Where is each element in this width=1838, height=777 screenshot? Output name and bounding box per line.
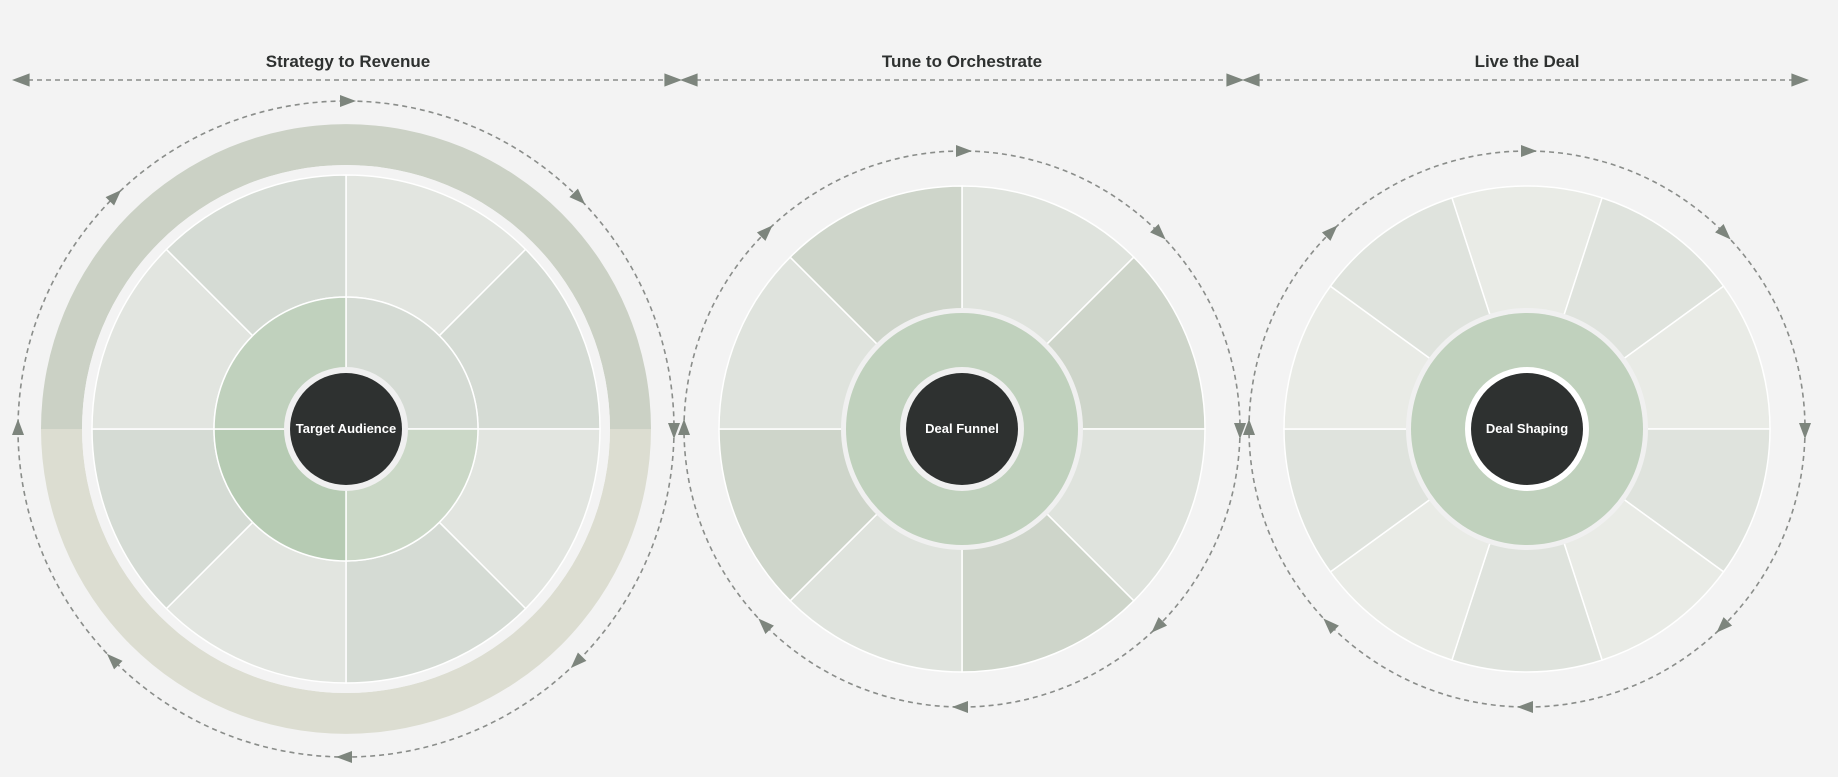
cycle-arrow-icon [1716, 617, 1733, 633]
arrow-right-icon [1226, 73, 1244, 87]
cycle-arrow-icon [340, 95, 356, 107]
cycle-arrow-icon [1243, 419, 1255, 435]
cycle-arrow-icon [336, 751, 352, 763]
hub-label-deal-shaping: Deal Shaping [1485, 421, 1569, 436]
cycle-arrow-icon [758, 618, 774, 635]
cycle-arrow-icon [1521, 145, 1537, 157]
cycle-arrow-icon [1323, 618, 1339, 635]
cycle-arrow-icon [1150, 223, 1166, 240]
arrow-right-icon [1791, 73, 1809, 87]
cycle-arrow-icon [956, 145, 972, 157]
cycle-arrow-icon [106, 653, 123, 670]
cycle-arrow-icon [1517, 701, 1533, 713]
cycle-arrow-icon [1151, 617, 1168, 633]
arrow-left-icon [680, 73, 698, 87]
cycle-arrow-icon [668, 423, 680, 439]
cycle-arrow-icon [569, 188, 586, 205]
phase-title-live-the-deal: Live the Deal [1474, 52, 1580, 71]
cycle-arrow-icon [1321, 225, 1338, 241]
arrow-left-icon [1242, 73, 1260, 87]
outer-band-top [41, 124, 651, 429]
cycle-arrow-icon [1234, 423, 1246, 439]
phase-title-strategy-to-revenue: Strategy to Revenue [265, 52, 431, 71]
phase-title-tune-to-orchestrate: Tune to Orchestrate [881, 52, 1043, 71]
cycle-arrow-icon [1715, 223, 1731, 240]
hub [1471, 373, 1583, 485]
cycle-arrow-icon [105, 189, 122, 206]
cycle-arrow-icon [570, 652, 587, 669]
cycle-arrow-icon [12, 419, 24, 435]
cycle-arrow-icon [1799, 423, 1811, 439]
cycle-arrow-icon [678, 419, 690, 435]
hub-label-target-audience: Target Audience [295, 421, 397, 436]
cycle-arrow-icon [952, 701, 968, 713]
cycle-arrow-icon [756, 225, 773, 241]
arrow-right-icon [664, 73, 682, 87]
hub-target-audience [290, 373, 402, 485]
hub [906, 373, 1018, 485]
arrow-left-icon [12, 73, 30, 87]
outer-band-bottom [41, 429, 651, 734]
hub-label-deal-funnel: Deal Funnel [925, 421, 999, 436]
